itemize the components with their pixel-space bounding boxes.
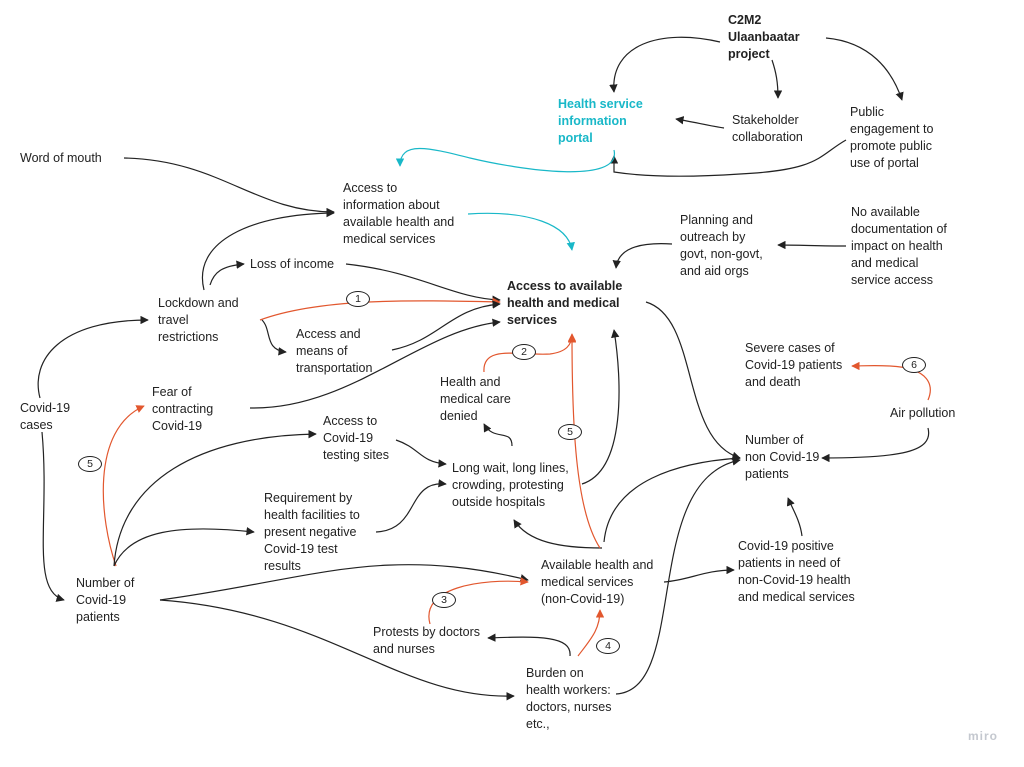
loop-badge-6: 6 <box>902 357 926 373</box>
link-covid-positive-to-non-covid <box>786 497 803 537</box>
link-requirement-to-long-wait <box>375 479 447 533</box>
link-c2m2-to-public-engagement <box>825 37 904 101</box>
node-negative-test-requirement[interactable]: Requirement by health facilities to pres… <box>264 491 360 573</box>
link-num-covid-patients-to-testing-sites <box>113 429 317 567</box>
node-number-covid-patients[interactable]: Number of Covid-19 patients <box>76 576 135 624</box>
node-word-of-mouth[interactable]: Word of mouth <box>20 151 102 165</box>
link-lockdown-to-access-available <box>259 297 501 321</box>
link-loss-income-to-access-available <box>345 263 501 304</box>
link-burden-to-non-covid <box>615 457 741 695</box>
node-long-wait[interactable]: Long wait, long lines, crowding, protest… <box>452 461 569 509</box>
link-protests-to-available-non-covid <box>428 577 529 625</box>
node-covid-positive-patients[interactable]: Covid-19 positive patients in need of no… <box>738 539 855 604</box>
loop-badge-5-center: 5 <box>558 424 582 440</box>
node-air-pollution[interactable]: Air pollution <box>890 406 956 420</box>
link-access-available-to-non-covid <box>645 301 741 460</box>
link-word-of-mouth-to-access-info <box>123 157 335 217</box>
link-lockdown-to-transport <box>261 319 287 356</box>
link-burden-to-protests <box>487 633 571 657</box>
loop-badge-2: 2 <box>512 344 536 360</box>
link-num-covid-patients-to-burden <box>159 599 515 701</box>
link-no-documentation-to-planning <box>777 240 847 250</box>
node-health-worker-burden[interactable]: Burden on health workers: doctors, nurse… <box>526 666 612 731</box>
link-long-wait-to-care-denied <box>483 423 513 447</box>
node-testing-sites[interactable]: Access to Covid-19 testing sites <box>323 414 390 462</box>
link-long-wait-to-access-available <box>581 329 620 485</box>
link-burden-to-available-non-covid <box>577 609 605 657</box>
link-access-info-to-access-available <box>467 212 575 251</box>
loop-badge-5-left: 5 <box>78 456 102 472</box>
link-public-engagement-to-portal <box>609 139 847 177</box>
loop-badge-3: 3 <box>432 592 456 608</box>
node-c2m2-project[interactable]: C2M2 Ulaanbaatar project <box>728 13 800 61</box>
link-available-non-covid-to-access-available <box>567 334 601 549</box>
link-transport-to-access-available <box>391 300 501 351</box>
link-available-non-covid-to-long-wait <box>513 519 603 549</box>
node-access-transportation[interactable]: Access and means of transportation <box>296 327 373 375</box>
node-non-covid-patients[interactable]: Number of non Covid-19 patients <box>745 433 820 481</box>
node-lockdown[interactable]: Lockdown and travel restrictions <box>158 296 239 344</box>
node-loss-of-income[interactable]: Loss of income <box>250 257 335 271</box>
node-public-engagement[interactable]: Public engagement to promote public use … <box>850 105 934 170</box>
link-air-pollution-to-severe-cases <box>851 361 931 401</box>
loop-badge-1: 1 <box>346 291 370 307</box>
node-care-denied[interactable]: Health and medical care denied <box>440 375 511 423</box>
link-lockdown-to-loss-income <box>209 260 245 286</box>
miro-watermark: miro <box>967 729 998 743</box>
link-num-covid-patients-to-available-non-covid <box>159 564 529 601</box>
node-severe-cases[interactable]: Severe cases of Covid-19 patients and de… <box>745 341 843 389</box>
link-care-denied-to-access-available <box>483 333 577 373</box>
node-access-to-information[interactable]: Access to information about available he… <box>343 181 455 246</box>
loop-badge-4: 4 <box>596 638 620 654</box>
link-lockdown-to-access-info <box>201 208 335 291</box>
node-protests[interactable]: Protests by doctors and nurses <box>373 625 480 656</box>
link-c2m2-to-stakeholder <box>771 59 783 99</box>
node-health-service-portal[interactable]: Health service information portal <box>558 97 643 145</box>
link-fear-to-access-available <box>249 318 501 409</box>
link-num-covid-patients-to-fear <box>102 405 145 567</box>
node-stakeholder-collaboration[interactable]: Stakeholder collaboration <box>732 113 803 144</box>
link-available-non-covid-to-covid-positive <box>663 565 735 583</box>
link-covid-cases-to-lockdown <box>37 315 149 399</box>
link-num-covid-patients-to-requirement <box>113 527 255 567</box>
node-no-documentation[interactable]: No available documentation of impact on … <box>851 205 947 287</box>
node-planning-outreach[interactable]: Planning and outreach by govt, non-govt,… <box>680 213 763 278</box>
node-covid-cases[interactable]: Covid-19 cases <box>20 401 71 432</box>
link-portal-to-access-info <box>395 147 615 173</box>
node-fear-of-contracting[interactable]: Fear of contracting Covid-19 <box>152 385 214 433</box>
link-covid-cases-to-num-covid-patients <box>41 431 65 602</box>
node-available-non-covid-services[interactable]: Available health and medical services (n… <box>541 558 654 606</box>
node-access-to-available-services[interactable]: Access to available health and medical s… <box>507 279 623 327</box>
link-available-non-covid-to-non-covid <box>603 454 741 543</box>
link-planning-to-access-available <box>612 243 673 269</box>
link-c2m2-to-portal <box>609 36 721 93</box>
link-testing-sites-to-long-wait <box>395 439 447 468</box>
link-stakeholder-to-portal <box>675 116 725 129</box>
link-air-pollution-to-non-covid <box>821 427 930 463</box>
